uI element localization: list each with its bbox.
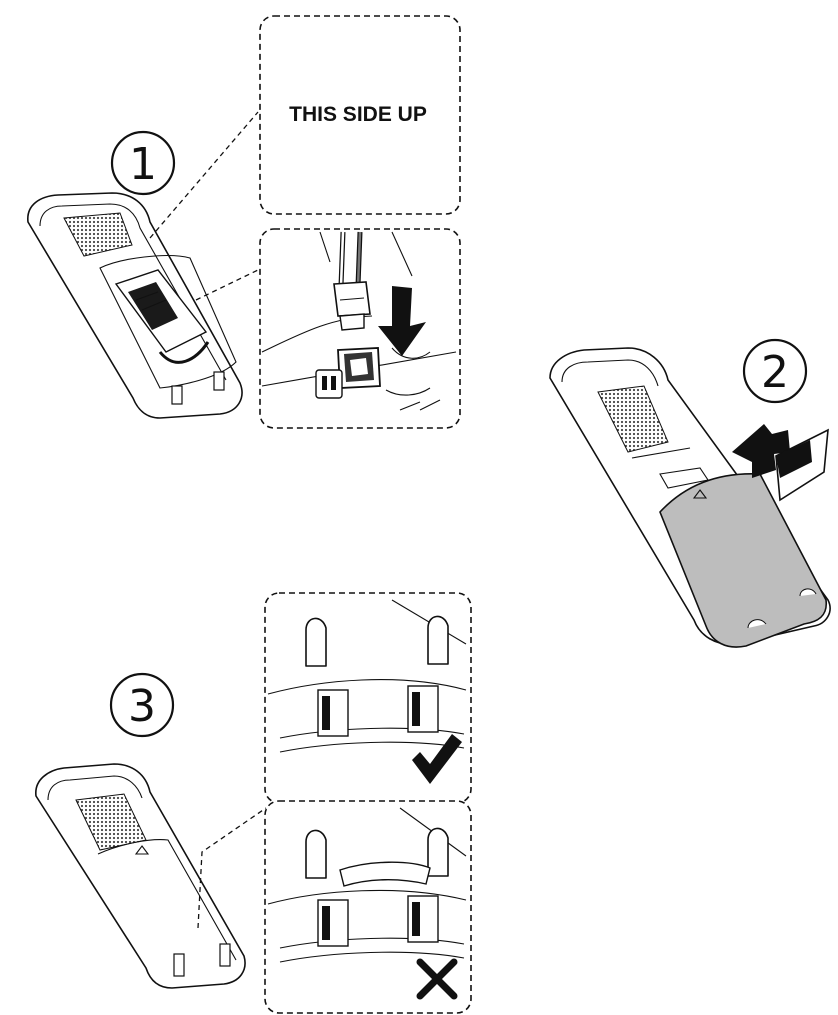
incorrect-fit-callout xyxy=(265,801,471,1013)
step-3: 3 xyxy=(36,593,471,1013)
step-1: 1 THIS SIDE UP xyxy=(28,16,460,428)
step-2: 2 xyxy=(550,340,830,647)
step-1-number: 1 xyxy=(129,139,157,190)
this-side-up-callout: THIS SIDE UP xyxy=(260,16,460,214)
correct-fit-callout xyxy=(265,593,471,803)
contact-pins xyxy=(316,370,342,398)
step-3-number-badge: 3 xyxy=(111,674,173,736)
handset-closed xyxy=(36,764,245,988)
battery-cover xyxy=(660,474,826,647)
handset-open-back xyxy=(28,193,242,418)
connector-detail-callout xyxy=(260,229,460,428)
socket-receptacle xyxy=(338,348,380,388)
step-1-number-badge: 1 xyxy=(112,132,174,194)
step-2-number: 2 xyxy=(761,347,789,398)
this-side-up-label: THIS SIDE UP xyxy=(289,103,427,126)
step-3-number: 3 xyxy=(128,681,156,732)
step-2-number-badge: 2 xyxy=(744,340,806,402)
